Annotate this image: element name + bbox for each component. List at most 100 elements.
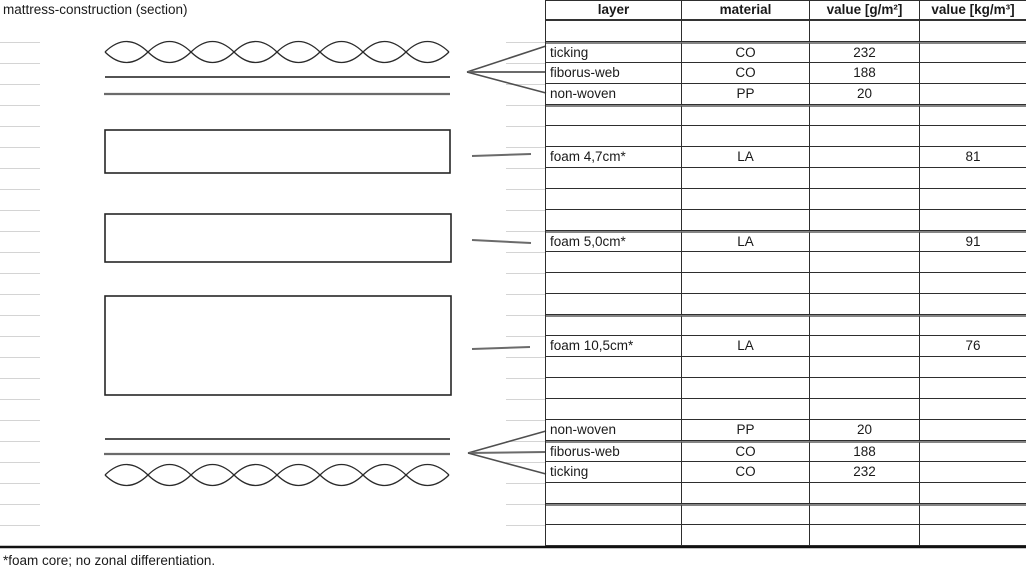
cell-layer[interactable] <box>546 21 682 42</box>
column-header-value-kgm3[interactable]: value [kg/m³] <box>920 0 1026 21</box>
cell-value-gm2[interactable] <box>810 336 920 357</box>
cell-material[interactable] <box>682 357 810 378</box>
cell-value-kgm3[interactable] <box>920 315 1026 336</box>
cell-layer[interactable] <box>546 189 682 210</box>
cell-layer[interactable]: ticking <box>546 42 682 63</box>
cell-material[interactable] <box>682 483 810 504</box>
cell-value-kgm3[interactable] <box>920 252 1026 273</box>
cell-value-kgm3[interactable]: 91 <box>920 231 1026 252</box>
cell-material[interactable] <box>682 378 810 399</box>
cell-value-kgm3[interactable] <box>920 525 1026 546</box>
cell-layer[interactable]: fiborus-web <box>546 63 682 84</box>
cell-layer[interactable] <box>546 483 682 504</box>
cell-value-gm2[interactable] <box>810 483 920 504</box>
cell-layer[interactable]: non-woven <box>546 84 682 105</box>
cell-value-kgm3[interactable] <box>920 462 1026 483</box>
cell-value-kgm3[interactable] <box>920 63 1026 84</box>
cell-layer[interactable]: foam 5,0cm* <box>546 231 682 252</box>
cell-material[interactable] <box>682 504 810 525</box>
cell-layer[interactable]: fiborus-web <box>546 441 682 462</box>
cell-material[interactable] <box>682 189 810 210</box>
cell-value-kgm3[interactable] <box>920 357 1026 378</box>
cell-value-gm2[interactable] <box>810 210 920 231</box>
cell-value-kgm3[interactable] <box>920 84 1026 105</box>
cell-material[interactable] <box>682 315 810 336</box>
cell-layer[interactable] <box>546 525 682 546</box>
cell-layer[interactable] <box>546 504 682 525</box>
cell-value-kgm3[interactable] <box>920 504 1026 525</box>
cell-value-gm2[interactable]: 20 <box>810 84 920 105</box>
cell-value-kgm3[interactable] <box>920 294 1026 315</box>
cell-layer[interactable] <box>546 357 682 378</box>
cell-material[interactable] <box>682 399 810 420</box>
cell-material[interactable] <box>682 252 810 273</box>
cell-value-gm2[interactable] <box>810 105 920 126</box>
cell-value-kgm3[interactable] <box>920 273 1026 294</box>
column-header-material[interactable]: material <box>682 0 810 21</box>
cell-value-gm2[interactable] <box>810 147 920 168</box>
cell-material[interactable] <box>682 126 810 147</box>
cell-value-kgm3[interactable] <box>920 168 1026 189</box>
cell-layer[interactable] <box>546 294 682 315</box>
cell-value-kgm3[interactable] <box>920 105 1026 126</box>
cell-material[interactable]: LA <box>682 147 810 168</box>
cell-value-gm2[interactable] <box>810 168 920 189</box>
cell-value-kgm3[interactable] <box>920 420 1026 441</box>
cell-material[interactable]: LA <box>682 336 810 357</box>
cell-layer[interactable] <box>546 168 682 189</box>
cell-layer[interactable] <box>546 252 682 273</box>
cell-material[interactable] <box>682 105 810 126</box>
column-header-layer[interactable]: layer <box>546 0 682 21</box>
cell-material[interactable] <box>682 21 810 42</box>
cell-layer[interactable] <box>546 315 682 336</box>
cell-material[interactable]: CO <box>682 63 810 84</box>
cell-value-gm2[interactable] <box>810 231 920 252</box>
cell-value-gm2[interactable]: 188 <box>810 441 920 462</box>
cell-layer[interactable] <box>546 378 682 399</box>
cell-value-gm2[interactable]: 20 <box>810 420 920 441</box>
cell-material[interactable] <box>682 273 810 294</box>
cell-value-kgm3[interactable] <box>920 42 1026 63</box>
cell-material[interactable]: CO <box>682 42 810 63</box>
cell-value-kgm3[interactable] <box>920 189 1026 210</box>
cell-value-kgm3[interactable] <box>920 21 1026 42</box>
cell-material[interactable] <box>682 168 810 189</box>
cell-value-gm2[interactable]: 232 <box>810 462 920 483</box>
cell-value-gm2[interactable] <box>810 399 920 420</box>
cell-layer[interactable] <box>546 399 682 420</box>
cell-material[interactable]: PP <box>682 420 810 441</box>
cell-layer[interactable] <box>546 105 682 126</box>
cell-value-kgm3[interactable] <box>920 441 1026 462</box>
cell-value-gm2[interactable] <box>810 315 920 336</box>
cell-value-gm2[interactable] <box>810 189 920 210</box>
cell-value-gm2[interactable] <box>810 378 920 399</box>
cell-value-gm2[interactable] <box>810 21 920 42</box>
column-header-value-gm2[interactable]: value [g/m²] <box>810 0 920 21</box>
cell-layer[interactable]: ticking <box>546 462 682 483</box>
cell-value-kgm3[interactable] <box>920 399 1026 420</box>
cell-value-kgm3[interactable]: 76 <box>920 336 1026 357</box>
cell-material[interactable]: CO <box>682 462 810 483</box>
cell-material[interactable] <box>682 294 810 315</box>
cell-material[interactable]: CO <box>682 441 810 462</box>
cell-material[interactable]: PP <box>682 84 810 105</box>
cell-value-gm2[interactable]: 188 <box>810 63 920 84</box>
cell-value-gm2[interactable] <box>810 273 920 294</box>
cell-layer[interactable] <box>546 273 682 294</box>
cell-value-kgm3[interactable] <box>920 483 1026 504</box>
cell-value-kgm3[interactable]: 81 <box>920 147 1026 168</box>
cell-value-gm2[interactable] <box>810 504 920 525</box>
cell-layer[interactable]: foam 10,5cm* <box>546 336 682 357</box>
cell-layer[interactable] <box>546 126 682 147</box>
cell-layer[interactable] <box>546 210 682 231</box>
cell-value-kgm3[interactable] <box>920 126 1026 147</box>
cell-layer[interactable]: foam 4,7cm* <box>546 147 682 168</box>
cell-value-gm2[interactable] <box>810 525 920 546</box>
cell-material[interactable] <box>682 210 810 231</box>
cell-layer[interactable]: non-woven <box>546 420 682 441</box>
cell-value-gm2[interactable] <box>810 357 920 378</box>
cell-value-gm2[interactable] <box>810 252 920 273</box>
cell-value-kgm3[interactable] <box>920 378 1026 399</box>
cell-value-gm2[interactable] <box>810 126 920 147</box>
cell-material[interactable]: LA <box>682 231 810 252</box>
